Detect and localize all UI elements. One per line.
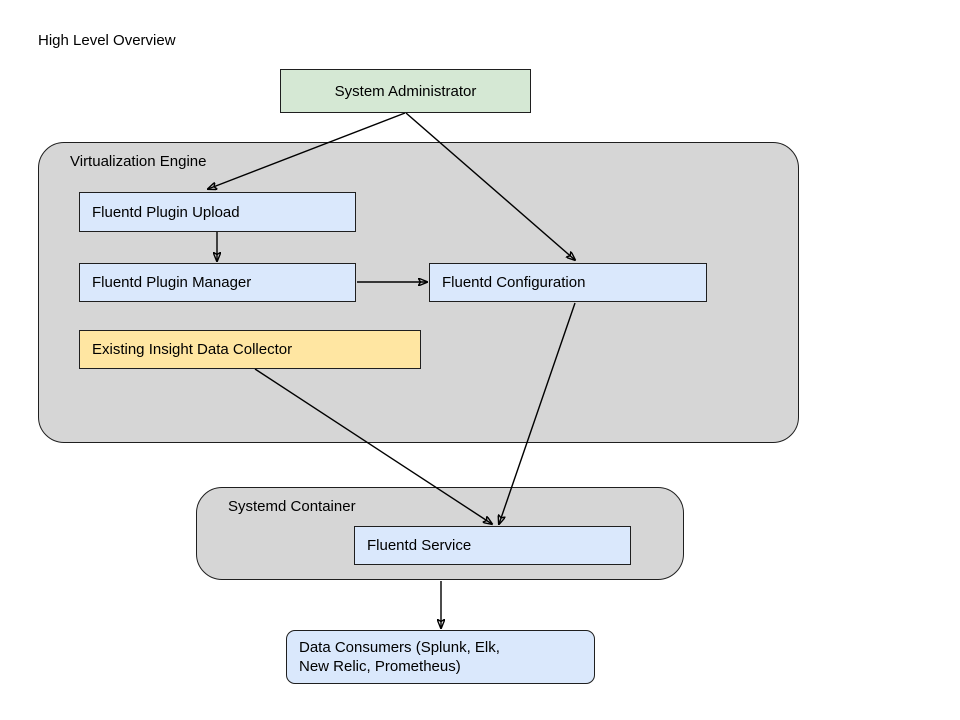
group-label-virtualization-engine: Virtualization Engine xyxy=(70,153,207,170)
node-fluentd-plugin-manager[interactable]: Fluentd Plugin Manager xyxy=(79,263,356,302)
page-title: High Level Overview xyxy=(38,32,176,49)
node-fluentd-configuration[interactable]: Fluentd Configuration xyxy=(429,263,707,302)
node-label-existing-insight-data-collector: Existing Insight Data Collector xyxy=(92,341,293,358)
node-label-fluentd-plugin-manager: Fluentd Plugin Manager xyxy=(92,274,252,291)
node-label-fluentd-configuration: Fluentd Configuration xyxy=(442,274,586,291)
node-fluentd-plugin-upload[interactable]: Fluentd Plugin Upload xyxy=(79,192,356,232)
node-label-data-consumers: Data Consumers (Splunk, Elk, New Relic, … xyxy=(299,638,500,676)
node-data-consumers[interactable]: Data Consumers (Splunk, Elk, New Relic, … xyxy=(286,630,595,684)
node-label-data-consumers-line1: Data Consumers (Splunk, Elk, xyxy=(299,639,500,656)
node-system-administrator[interactable]: System Administrator xyxy=(280,69,531,113)
group-label-systemd-container: Systemd Container xyxy=(228,498,356,515)
node-label-system-administrator: System Administrator xyxy=(334,82,477,100)
node-fluentd-service[interactable]: Fluentd Service xyxy=(354,526,631,565)
node-label-fluentd-plugin-upload: Fluentd Plugin Upload xyxy=(92,203,240,221)
node-existing-insight-data-collector[interactable]: Existing Insight Data Collector xyxy=(79,330,421,369)
node-label-data-consumers-line2: New Relic, Prometheus) xyxy=(299,658,461,675)
node-label-fluentd-service: Fluentd Service xyxy=(367,537,472,554)
